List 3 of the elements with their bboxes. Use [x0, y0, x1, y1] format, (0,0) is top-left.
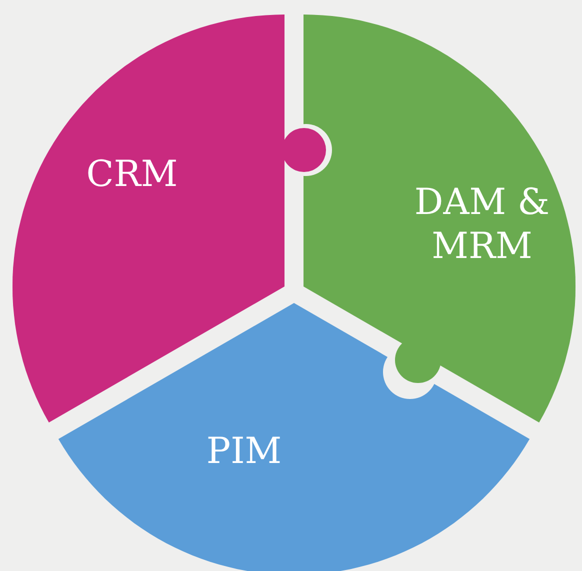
piece-label: PIM [205, 430, 283, 474]
piece-label: DAM & MRM [413, 181, 551, 269]
piece-label: CRM [85, 153, 179, 197]
